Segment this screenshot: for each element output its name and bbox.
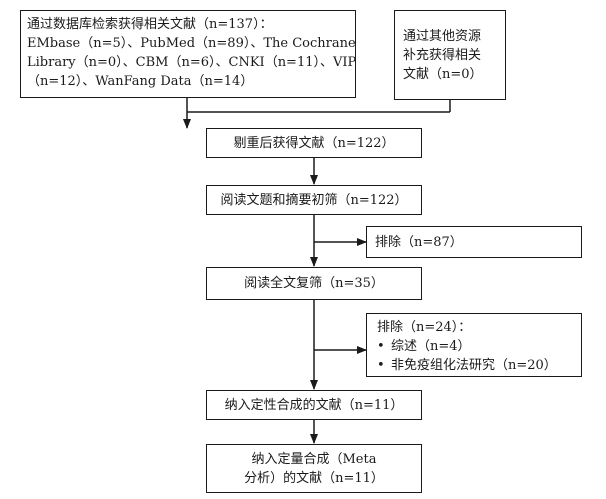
quantitative-line-2: 分析）的文献（n=11） (244, 470, 384, 486)
fulltext-box: 阅读全文复筛（n=35） (206, 267, 422, 300)
exclude-1-text: 排除（n=87） (375, 234, 463, 250)
other-sources-box: 通过其他资源 补充获得相关 文献（n=0） (394, 10, 506, 100)
exclude-2-box: 排除（n=24）： • 综述（n=4） • 非免疫组化法研究（n=20） (366, 313, 582, 377)
bullet-dot: • (377, 358, 385, 373)
db-search-line-3: Library（n=0）、CBM（n=6）、CNKI（n=11）、VIP (27, 55, 357, 70)
db-search-line-2: EMbase（n=5）、PubMed（n=89）、The Cochrane (27, 36, 356, 51)
title-abstract-text: 阅读文题和摘要初筛（n=122） (220, 192, 408, 208)
exclude-2-item-review-text: 综述（n=4） (391, 339, 471, 354)
exclude-2-item-non-ihc-text: 非免疫组化法研究（n=20） (391, 358, 557, 373)
quantitative-box: 纳入定量合成（Meta 分析）的文献（n=11） (206, 444, 422, 493)
qualitative-text: 纳入定性合成的文献（n=11） (224, 397, 404, 413)
other-sources-line-2: 补充获得相关 (403, 47, 482, 63)
quantitative-line-1: 纳入定量合成（Meta (251, 451, 377, 467)
db-search-box: 通过数据库检索获得相关文献（n=137）： EMbase（n=5）、PubMed… (20, 10, 356, 98)
other-sources-line-1: 通过其他资源 (403, 28, 482, 44)
fulltext-text: 阅读全文复筛（n=35） (244, 276, 384, 291)
db-search-line-1: 通过数据库检索获得相关文献（n=137）： (27, 17, 273, 32)
dedup-text: 剔重后获得文献（n=122） (233, 135, 395, 151)
dedup-box: 剔重后获得文献（n=122） (206, 128, 422, 158)
other-sources-line-3: 文献（n=0） (403, 66, 483, 82)
db-search-line-4: （n=12）、WanFang Data（n=14） (27, 74, 254, 89)
exclude-2-item-review: • 综述（n=4） (377, 337, 573, 356)
exclude-2-title: 排除（n=24）： (377, 320, 472, 335)
exclude-2-item-non-ihc: • 非免疫组化法研究（n=20） (377, 356, 573, 375)
exclude-1-box: 排除（n=87） (366, 226, 582, 258)
qualitative-box: 纳入定性合成的文献（n=11） (206, 390, 422, 420)
bullet-dot: • (377, 339, 385, 354)
title-abstract-box: 阅读文题和摘要初筛（n=122） (206, 185, 422, 215)
